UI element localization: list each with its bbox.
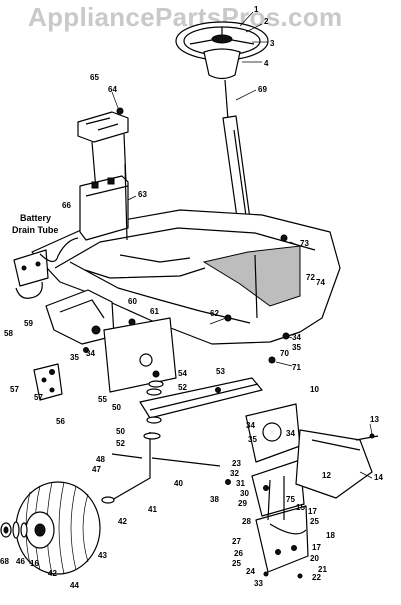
callout-1: 1: [254, 5, 259, 14]
callout-42a: 42: [118, 517, 127, 526]
annotation-line-1: Battery: [20, 213, 51, 223]
callout-17b: 17: [312, 543, 321, 552]
callout-2: 2: [264, 17, 269, 26]
callout-13: 13: [370, 415, 379, 424]
callout-66: 66: [62, 201, 71, 210]
battery: [79, 163, 129, 241]
callout-62: 62: [210, 309, 219, 318]
callout-12: 12: [322, 471, 331, 480]
watermark: AppliancePartsPros.com: [28, 2, 342, 32]
callout-23: 23: [232, 459, 241, 468]
callout-10: 10: [310, 385, 319, 394]
battery-hold-down: [77, 107, 129, 191]
callout-72: 72: [306, 273, 315, 282]
callout-69: 69: [258, 85, 267, 94]
callout-14: 14: [374, 473, 383, 482]
callout-4: 4: [264, 59, 269, 68]
callout-57a: 57: [10, 385, 19, 394]
callout-50b: 50: [116, 427, 125, 436]
spindle-and-tie-rod: [111, 380, 221, 501]
callout-3: 3: [270, 39, 275, 48]
wheel-hardware: [0, 496, 115, 539]
callout-34d: 34: [286, 429, 295, 438]
callout-25a: 25: [310, 517, 319, 526]
callout-58: 58: [4, 329, 13, 338]
callout-42b: 42: [48, 569, 57, 578]
callout-15: 15: [296, 503, 305, 512]
callout-41: 41: [148, 505, 157, 514]
callout-35b: 35: [70, 353, 79, 362]
callout-35a: 35: [292, 343, 301, 352]
callout-55: 55: [98, 395, 107, 404]
callout-32: 32: [230, 469, 239, 478]
callout-74: 74: [316, 278, 325, 287]
callout-34b: 34: [86, 349, 95, 358]
callout-33: 33: [254, 579, 263, 588]
callout-53: 53: [216, 367, 225, 376]
callout-43: 43: [98, 551, 107, 560]
callout-27: 27: [232, 537, 241, 546]
callout-38: 38: [210, 495, 219, 504]
callout-31: 31: [236, 479, 245, 488]
callout-50a: 50: [112, 403, 121, 412]
callout-34c: 34: [246, 421, 255, 430]
leader-lines: [111, 11, 373, 479]
fasteners: [49, 234, 375, 491]
callout-68: 68: [0, 557, 9, 566]
callout-17a: 17: [308, 507, 317, 516]
callout-34a: 34: [292, 333, 301, 342]
callout-40: 40: [174, 479, 183, 488]
drain-tube: [39, 237, 79, 263]
callout-22: 22: [312, 573, 321, 582]
callout-47: 47: [92, 465, 101, 474]
callout-35c: 35: [248, 435, 257, 444]
callout-52a: 52: [178, 383, 187, 392]
callout-52b: 52: [116, 439, 125, 448]
cable: [15, 281, 43, 299]
callout-30: 30: [240, 489, 249, 498]
right-shield: [295, 429, 379, 499]
annotation-line-2: Drain Tube: [12, 225, 58, 235]
callout-46: 46: [16, 557, 25, 566]
callout-54: 54: [178, 369, 187, 378]
bracket-left: [33, 363, 63, 401]
callout-61: 61: [150, 307, 159, 316]
callout-75: 75: [286, 495, 295, 504]
callout-48: 48: [96, 455, 105, 464]
left-side-panel: [45, 289, 115, 345]
front-panel: [103, 317, 177, 393]
callout-29: 29: [238, 499, 247, 508]
callout-labels: 1 2 3 4 69 65 64 63 66 73 72 74 58 59 60…: [0, 5, 383, 590]
callout-56: 56: [56, 417, 65, 426]
callout-18: 18: [326, 531, 335, 540]
callout-24: 24: [246, 567, 255, 576]
callout-20: 20: [310, 554, 319, 563]
callout-59: 59: [24, 319, 33, 328]
callout-16: 16: [30, 559, 39, 568]
callout-60: 60: [128, 297, 137, 306]
callout-21: 21: [318, 565, 327, 574]
callout-26: 26: [234, 549, 243, 558]
steering-wheel: [175, 21, 269, 80]
chassis-frame: [13, 209, 341, 345]
callout-28: 28: [242, 517, 251, 526]
callout-64: 64: [108, 85, 117, 94]
callout-57b: 57: [34, 393, 43, 402]
battery-drain-tube-annotation: Battery Drain Tube: [12, 213, 58, 235]
callout-44: 44: [70, 581, 79, 590]
callout-73: 73: [300, 239, 309, 248]
callout-71: 71: [292, 363, 301, 372]
steering-gear-assembly: [245, 403, 309, 579]
front-axle-beam: [139, 377, 263, 419]
callout-25b: 25: [232, 559, 241, 568]
callout-70: 70: [280, 349, 289, 358]
callout-63: 63: [138, 190, 147, 199]
callout-65: 65: [90, 73, 99, 82]
front-wheel: [15, 481, 101, 575]
